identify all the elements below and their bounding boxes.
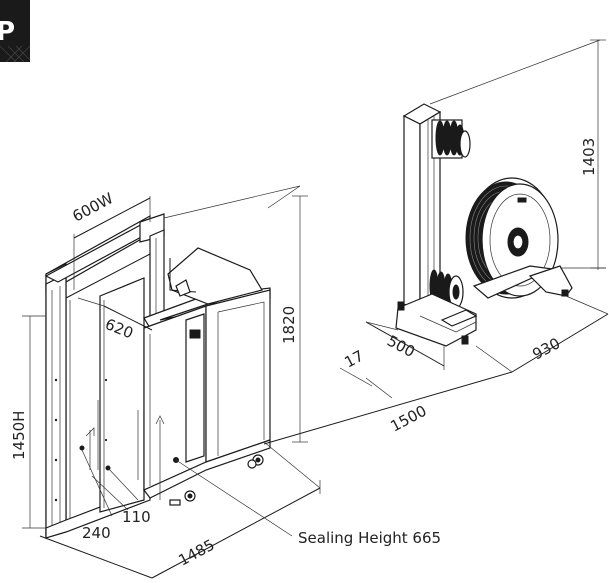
left-dimensions: 600W 1820 620 1450H 240 110 1485 bbox=[10, 185, 441, 579]
caster-wheels bbox=[169, 454, 264, 506]
dim-width: 600W bbox=[69, 189, 116, 225]
logo-glyph: P bbox=[0, 17, 15, 47]
dim-dispenser-length: 930 bbox=[529, 334, 563, 363]
dim-gap: 17 bbox=[341, 347, 366, 372]
dim-bottom-a: 240 bbox=[82, 524, 111, 542]
dim-dispenser-width: 500 bbox=[384, 332, 418, 361]
strapping-machine bbox=[79, 247, 271, 513]
strap-dispenser bbox=[395, 103, 573, 347]
brand-logo: P bbox=[0, 0, 31, 63]
label-sealing-height: Sealing Height 665 bbox=[298, 529, 441, 547]
dim-frame-height: 1450H bbox=[10, 411, 28, 460]
upper-guide-roller bbox=[431, 119, 471, 159]
dim-total-length: 1485 bbox=[175, 536, 217, 570]
strap-reel bbox=[465, 177, 559, 299]
dim-bottom-b: 110 bbox=[122, 508, 151, 526]
dim-dispenser-height: 1403 bbox=[580, 138, 598, 176]
center-dimensions: 1500 17 bbox=[263, 347, 513, 489]
dim-machine-height: 1820 bbox=[280, 306, 298, 344]
